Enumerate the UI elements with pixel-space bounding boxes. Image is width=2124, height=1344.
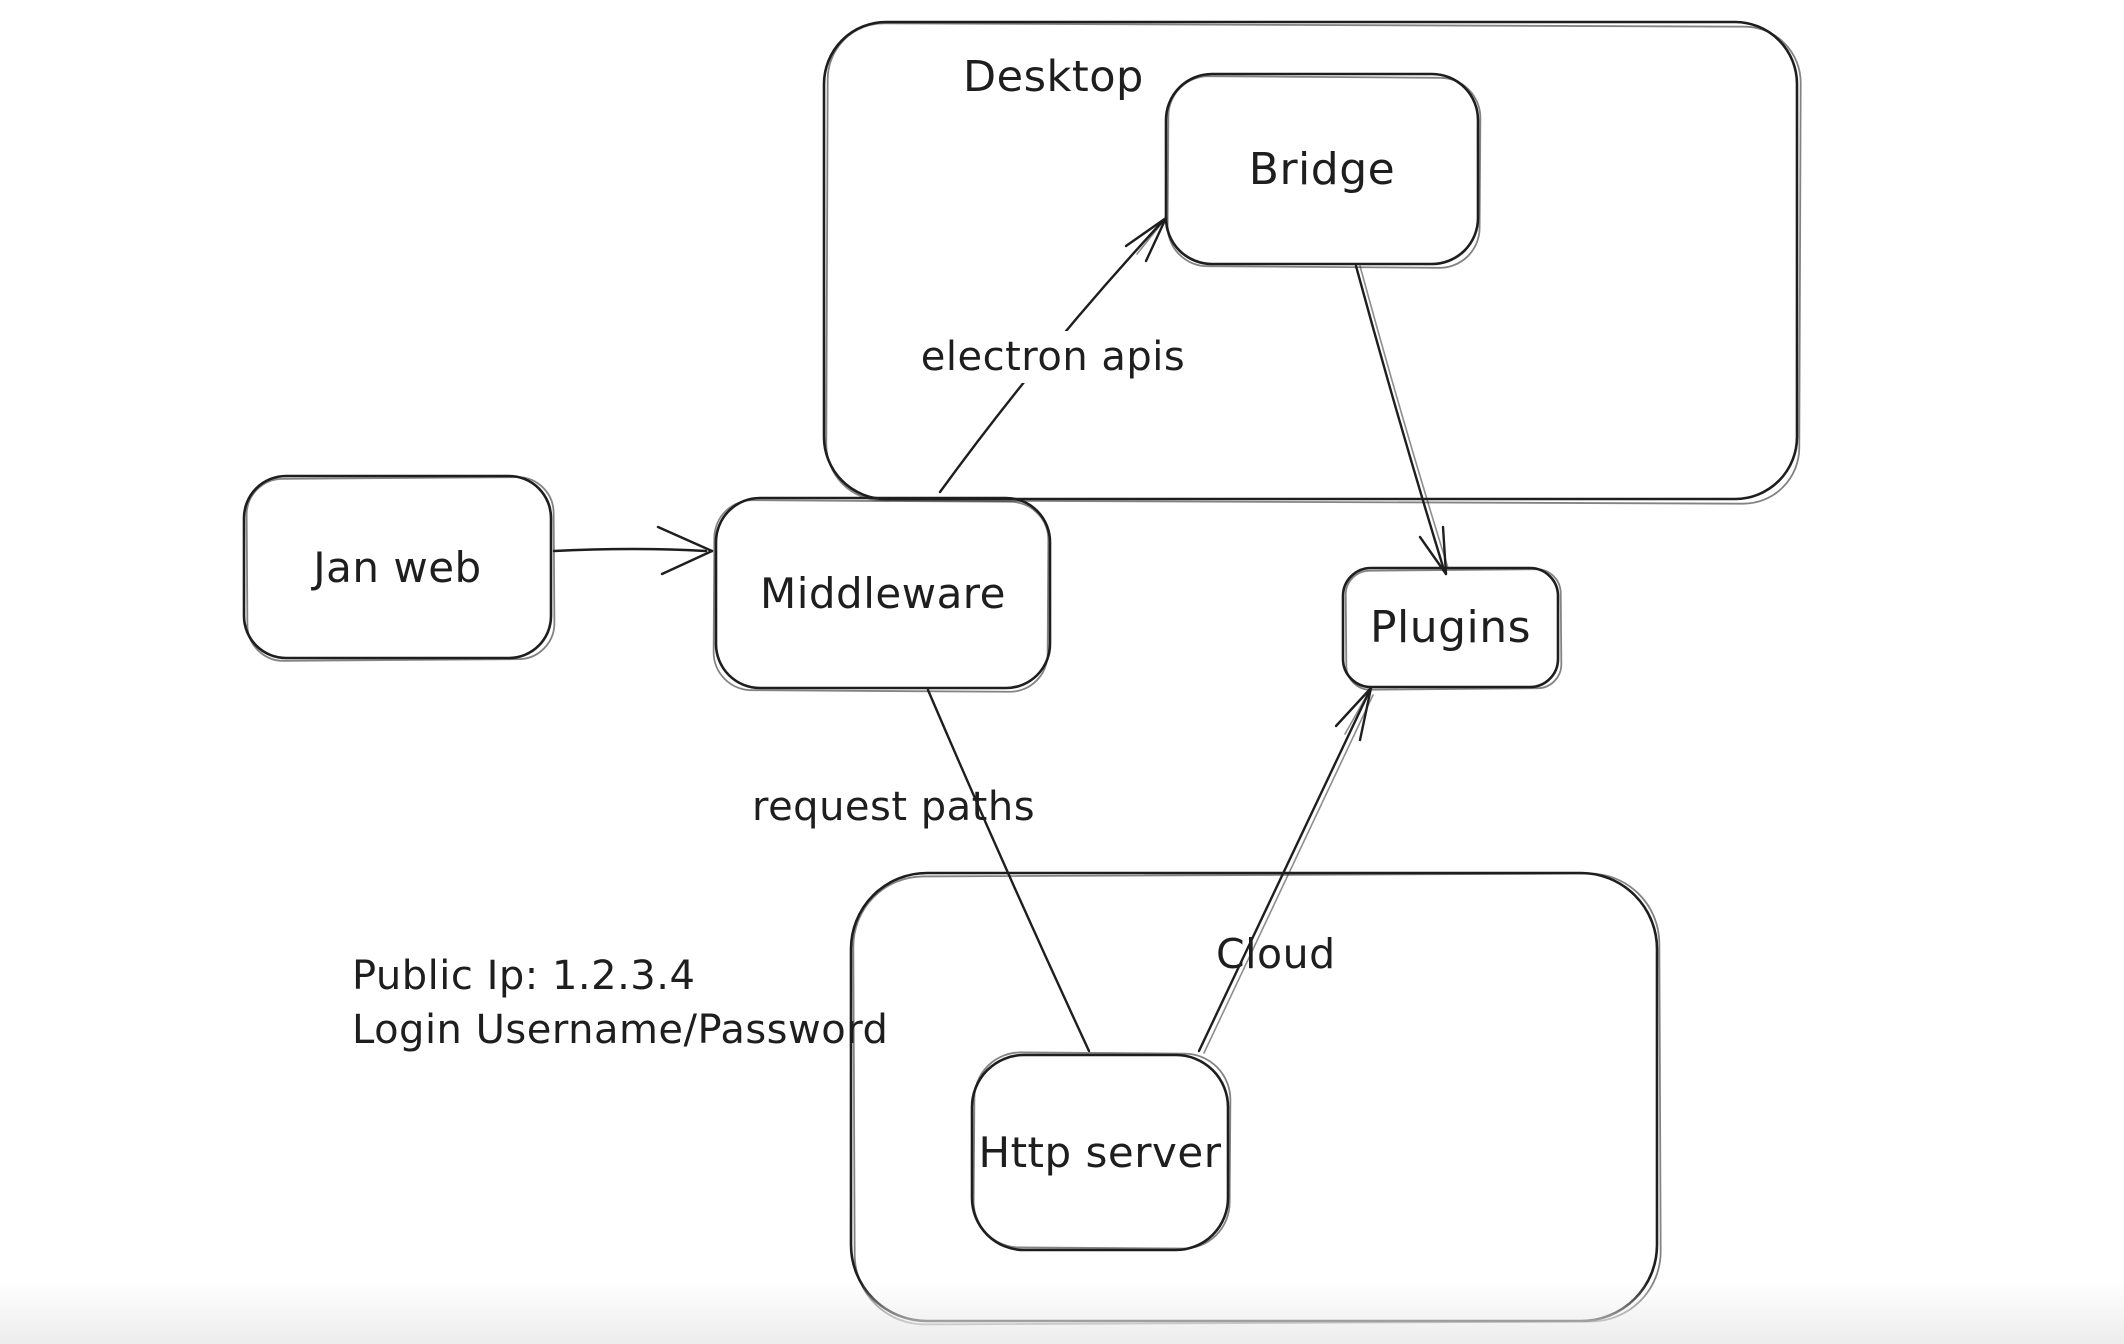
edge-bridge-to-plugins [1354, 264, 1449, 576]
arrowhead-wing [1441, 525, 1448, 576]
bridge-node-outline [1164, 72, 1480, 266]
arrowhead-wing-sketch-pass [1344, 687, 1372, 735]
edge-janweb-to-middleware [552, 525, 714, 576]
edge-httpserver-to-plugins-line-sketch-pass [1203, 694, 1374, 1054]
arrowhead-wing-sketch-pass [1136, 217, 1167, 255]
jan-web-node-outline-sketch-pass [245, 476, 556, 662]
http-server-node-outline-sketch-pass [972, 1051, 1232, 1250]
plugins-node-outline [1341, 566, 1560, 689]
arrowhead-wing [1358, 686, 1373, 742]
edge-bridge-to-plugins-line-sketch-pass [1359, 265, 1449, 569]
bridge-node-outline-sketch-pass [1166, 75, 1482, 269]
http-server-node-label: Http server [978, 1128, 1222, 1177]
middleware-node-label: Middleware [759, 568, 1006, 618]
edge-label-electron-apis: electron apis [906, 331, 1200, 383]
desktop-container-outline [822, 20, 1799, 501]
http-server-node-shape [970, 1051, 1232, 1252]
desktop-container-shape [822, 20, 1802, 505]
edge-httpserver-to-plugins [1197, 686, 1374, 1054]
jan-web-node-label: Jan web [313, 542, 482, 592]
plugins-node-label: Plugins [1369, 602, 1532, 653]
edge-middleware-to-httpserver-line [926, 688, 1091, 1053]
arrowhead-wing [1144, 216, 1168, 263]
edge-httpserver-to-plugins-line [1197, 690, 1371, 1053]
bottom-fade-gradient [0, 1282, 2124, 1344]
arrowhead-wing [656, 525, 714, 553]
cloud-container-label: Cloud [1216, 930, 1336, 978]
desktop-container-label: Desktop [963, 52, 1144, 102]
bridge-node-label: Bridge [1248, 143, 1396, 195]
arrowhead-wing [660, 549, 714, 576]
jan-web-node-shape [242, 474, 556, 662]
edge-middleware-to-httpserver [926, 688, 1091, 1053]
edge-bridge-to-plugins-line [1354, 264, 1446, 572]
annotation-public-ip: Public Ip: 1.2.3.4 [352, 953, 696, 999]
edge-label-request-paths: request paths [752, 784, 1036, 830]
bridge-node-shape [1164, 72, 1482, 269]
arrowhead-wing [1418, 535, 1448, 576]
annotation-login-credentials: Login Username/Password [352, 1007, 889, 1053]
desktop-container-outline-sketch-pass [825, 22, 1802, 505]
arrowhead-wing [1124, 216, 1168, 248]
plugins-node-shape [1341, 566, 1563, 691]
edge-janweb-to-middleware-line [552, 547, 708, 553]
jan-web-node-outline [242, 474, 553, 660]
middleware-node-outline-sketch-pass [712, 499, 1050, 693]
http-server-node-outline [970, 1053, 1230, 1252]
middleware-node-shape [712, 496, 1052, 693]
middleware-node-outline [714, 496, 1052, 690]
plugins-node-outline-sketch-pass [1344, 568, 1563, 691]
arrowhead-wing [1334, 686, 1373, 728]
